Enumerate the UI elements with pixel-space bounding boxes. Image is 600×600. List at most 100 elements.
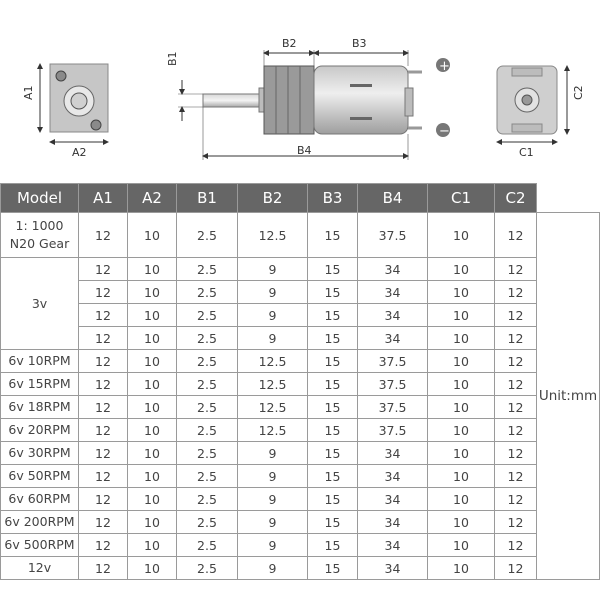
model-cell: 6v 10RPM xyxy=(0,349,79,373)
value-cell: 10 xyxy=(427,533,495,557)
value-cell: 2.5 xyxy=(176,418,238,442)
minus-terminal-icon xyxy=(436,123,450,137)
front-view: A1 A2 xyxy=(22,63,109,159)
value-cell: 15 xyxy=(307,510,358,534)
value-cell: 10 xyxy=(127,372,177,396)
value-cell: 34 xyxy=(357,487,428,511)
value-cell: 15 xyxy=(307,326,358,350)
value-cell: 12 xyxy=(78,418,128,442)
dim-label-c2: C2 xyxy=(572,85,585,100)
value-cell: 10 xyxy=(427,487,495,511)
shaft-end xyxy=(70,92,88,110)
value-cell: 10 xyxy=(427,464,495,488)
output-shaft xyxy=(202,93,260,108)
value-cell: 34 xyxy=(357,533,428,557)
value-cell: 12.5 xyxy=(237,372,308,396)
value-cell: 10 xyxy=(127,464,177,488)
value-cell: 15 xyxy=(307,464,358,488)
model-label: 6v 50RPM xyxy=(8,468,71,483)
value-cell: 12 xyxy=(78,441,128,465)
value-cell: 12 xyxy=(78,326,128,350)
value-cell: 2.5 xyxy=(176,556,238,580)
value-cell: 12 xyxy=(494,257,537,281)
unit-note: Unit:mm xyxy=(536,212,600,580)
value-cell: 12 xyxy=(494,372,537,396)
value-cell: 10 xyxy=(427,510,495,534)
value-cell: 37.5 xyxy=(357,418,428,442)
value-cell: 12 xyxy=(494,418,537,442)
value-cell: 9 xyxy=(237,464,308,488)
model-cell: 6v 18RPM xyxy=(0,395,79,419)
value-cell: 10 xyxy=(127,533,177,557)
model-cell: 12v xyxy=(0,556,79,580)
value-cell: 10 xyxy=(127,418,177,442)
value-cell: 10 xyxy=(127,349,177,373)
model-cell: 3v xyxy=(0,257,79,350)
value-cell: 2.5 xyxy=(176,303,238,327)
value-cell: 2.5 xyxy=(176,212,238,258)
model-label: 6v 20RPM xyxy=(8,422,71,437)
model-label: 6v 30RPM xyxy=(8,445,71,460)
value-cell: 12 xyxy=(494,395,537,419)
value-cell: 37.5 xyxy=(357,372,428,396)
value-cell: 2.5 xyxy=(176,280,238,304)
value-cell: 12 xyxy=(78,464,128,488)
model-label: 6v 60RPM xyxy=(8,491,71,506)
screw-icon xyxy=(55,70,67,82)
value-cell: 12 xyxy=(494,464,537,488)
value-cell: 12 xyxy=(494,441,537,465)
gearbox xyxy=(263,65,315,135)
model-cell: 6v 50RPM xyxy=(0,464,79,488)
value-cell: 2.5 xyxy=(176,349,238,373)
value-cell: 15 xyxy=(307,212,358,258)
header-cell: B3 xyxy=(307,183,358,213)
value-cell: 12 xyxy=(494,487,537,511)
value-cell: 34 xyxy=(357,303,428,327)
value-cell: 10 xyxy=(427,280,495,304)
value-cell: 10 xyxy=(427,418,495,442)
model-label: N20 Gear xyxy=(9,236,70,251)
model-cell: 6v 20RPM xyxy=(0,418,79,442)
value-cell: 34 xyxy=(357,326,428,350)
value-cell: 37.5 xyxy=(357,395,428,419)
value-cell: 12 xyxy=(78,349,128,373)
value-cell: 2.5 xyxy=(176,257,238,281)
value-cell: 2.5 xyxy=(176,326,238,350)
value-cell: 10 xyxy=(127,556,177,580)
header-cell: C2 xyxy=(494,183,537,213)
model-label: 6v 200RPM xyxy=(4,514,75,529)
value-cell: 10 xyxy=(127,212,177,258)
value-cell: 9 xyxy=(237,510,308,534)
value-cell: 15 xyxy=(307,395,358,419)
value-cell: 15 xyxy=(307,372,358,396)
value-cell: 12 xyxy=(494,556,537,580)
value-cell: 12 xyxy=(494,280,537,304)
minus-sign: − xyxy=(439,124,450,139)
value-cell: 34 xyxy=(357,464,428,488)
header-cell: C1 xyxy=(427,183,495,213)
header-cell: B1 xyxy=(176,183,238,213)
value-cell: 15 xyxy=(307,303,358,327)
value-cell: 12 xyxy=(78,487,128,511)
model-label: 6v 18RPM xyxy=(8,399,71,414)
value-cell: 12 xyxy=(494,349,537,373)
value-cell: 10 xyxy=(427,257,495,281)
model-cell: 6v 500RPM xyxy=(0,533,79,557)
model-label: 12v xyxy=(27,560,52,575)
motor-dimension-drawing: A1 A2 B1 B2 B3 B4 xyxy=(22,37,585,160)
value-cell: 12 xyxy=(78,395,128,419)
header-cell: B4 xyxy=(357,183,428,213)
screw-icon xyxy=(90,119,102,131)
value-cell: 12 xyxy=(78,257,128,281)
value-cell: 15 xyxy=(307,257,358,281)
value-cell: 12 xyxy=(494,326,537,350)
